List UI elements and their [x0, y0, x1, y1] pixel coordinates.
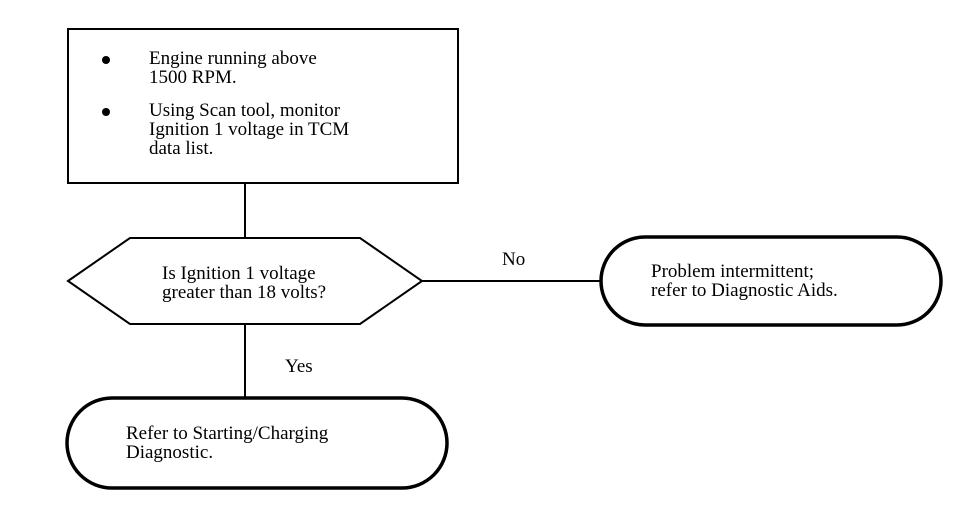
yes-branch-label: Yes — [285, 356, 313, 377]
no-result-text: Problem intermittent; refer to Diagnosti… — [651, 261, 838, 301]
bullet-dot-2 — [102, 108, 110, 116]
no-result-oval — [599, 235, 943, 327]
no-branch-label: No — [502, 249, 526, 270]
start-box-outline — [67, 28, 459, 184]
start-box-bullet-2: Using Scan tool, monitor Ignition 1 volt… — [149, 100, 350, 159]
yes-result-text: Refer to Starting/Charging Diagnostic. — [126, 423, 329, 463]
decision-question: Is Ignition 1 voltage greater than 18 vo… — [162, 263, 327, 303]
yes-result-oval — [65, 396, 449, 490]
start-box-bullet-1: Engine running above 1500 RPM. — [149, 48, 317, 88]
bullet-dot-1 — [102, 56, 110, 64]
